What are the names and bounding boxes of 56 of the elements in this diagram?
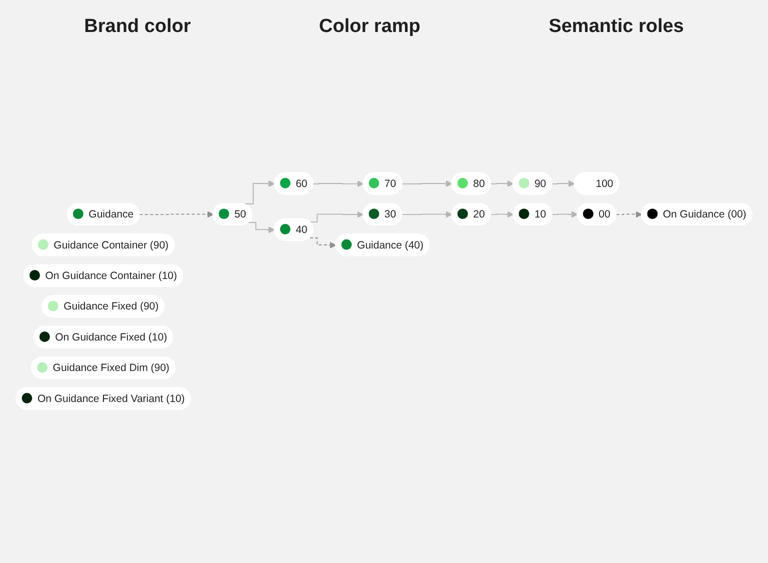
role-name: On Guidance (00)	[662, 208, 746, 220]
arrow	[490, 180, 514, 188]
color-chip	[641, 202, 752, 226]
tone-value: 90	[534, 177, 546, 190]
role-name: Guidance (40)	[357, 238, 424, 251]
arrow	[552, 211, 578, 218]
color-chip	[574, 172, 620, 195]
tone-value: 40	[296, 223, 308, 236]
color-chip	[33, 326, 174, 348]
color-chip	[512, 202, 552, 226]
color-chip	[512, 172, 552, 195]
tone-value: 00	[598, 208, 610, 220]
dashed-arrow	[310, 237, 336, 248]
arrow	[490, 211, 514, 218]
color-chip	[451, 172, 491, 195]
tone-value: 60	[296, 177, 308, 190]
column-heading: Semantic roles	[548, 16, 684, 38]
role-name: Guidance Container (90)	[54, 238, 169, 251]
arrow	[242, 180, 275, 204]
arrow	[313, 180, 364, 188]
role-name: Guidance Fixed Dim (90)	[52, 361, 170, 374]
tone-value: 10	[534, 208, 546, 220]
color-chip	[42, 295, 165, 318]
role-name: On Guidance Fixed Variant (10)	[37, 392, 185, 404]
color-chip	[362, 202, 402, 226]
column-heading: Brand color	[84, 16, 191, 38]
color-name: Guidance	[88, 208, 134, 220]
role-name: On Guidance Fixed (10)	[55, 330, 168, 343]
tone-value: 100	[596, 177, 614, 190]
color-chip	[66, 202, 140, 226]
color-chip	[274, 218, 314, 241]
color-chip	[30, 356, 176, 380]
color-chip	[32, 234, 175, 256]
color-chip	[362, 172, 402, 195]
color-chip	[576, 202, 616, 226]
tone-value: 50	[234, 208, 246, 220]
arrow	[248, 222, 275, 234]
tone-value: 70	[384, 177, 396, 190]
dashed-arrow	[139, 211, 214, 218]
arrow	[402, 211, 452, 218]
color-chip	[212, 202, 252, 226]
color-chip	[451, 202, 491, 226]
arrow	[402, 180, 452, 188]
color-chip	[16, 387, 191, 410]
role-name: Guidance Fixed (90)	[64, 300, 159, 312]
arrow	[310, 211, 364, 222]
arrow	[552, 180, 575, 188]
color-chip	[23, 264, 184, 287]
tone-value: 20	[473, 208, 485, 220]
color-chip	[335, 234, 430, 256]
color-chip	[274, 172, 314, 195]
tone-value: 80	[473, 177, 485, 190]
column-heading: Color ramp	[319, 16, 420, 38]
role-name: On Guidance Container (10)	[45, 269, 177, 282]
tone-value: 30	[384, 208, 396, 220]
dashed-arrow	[616, 211, 642, 218]
